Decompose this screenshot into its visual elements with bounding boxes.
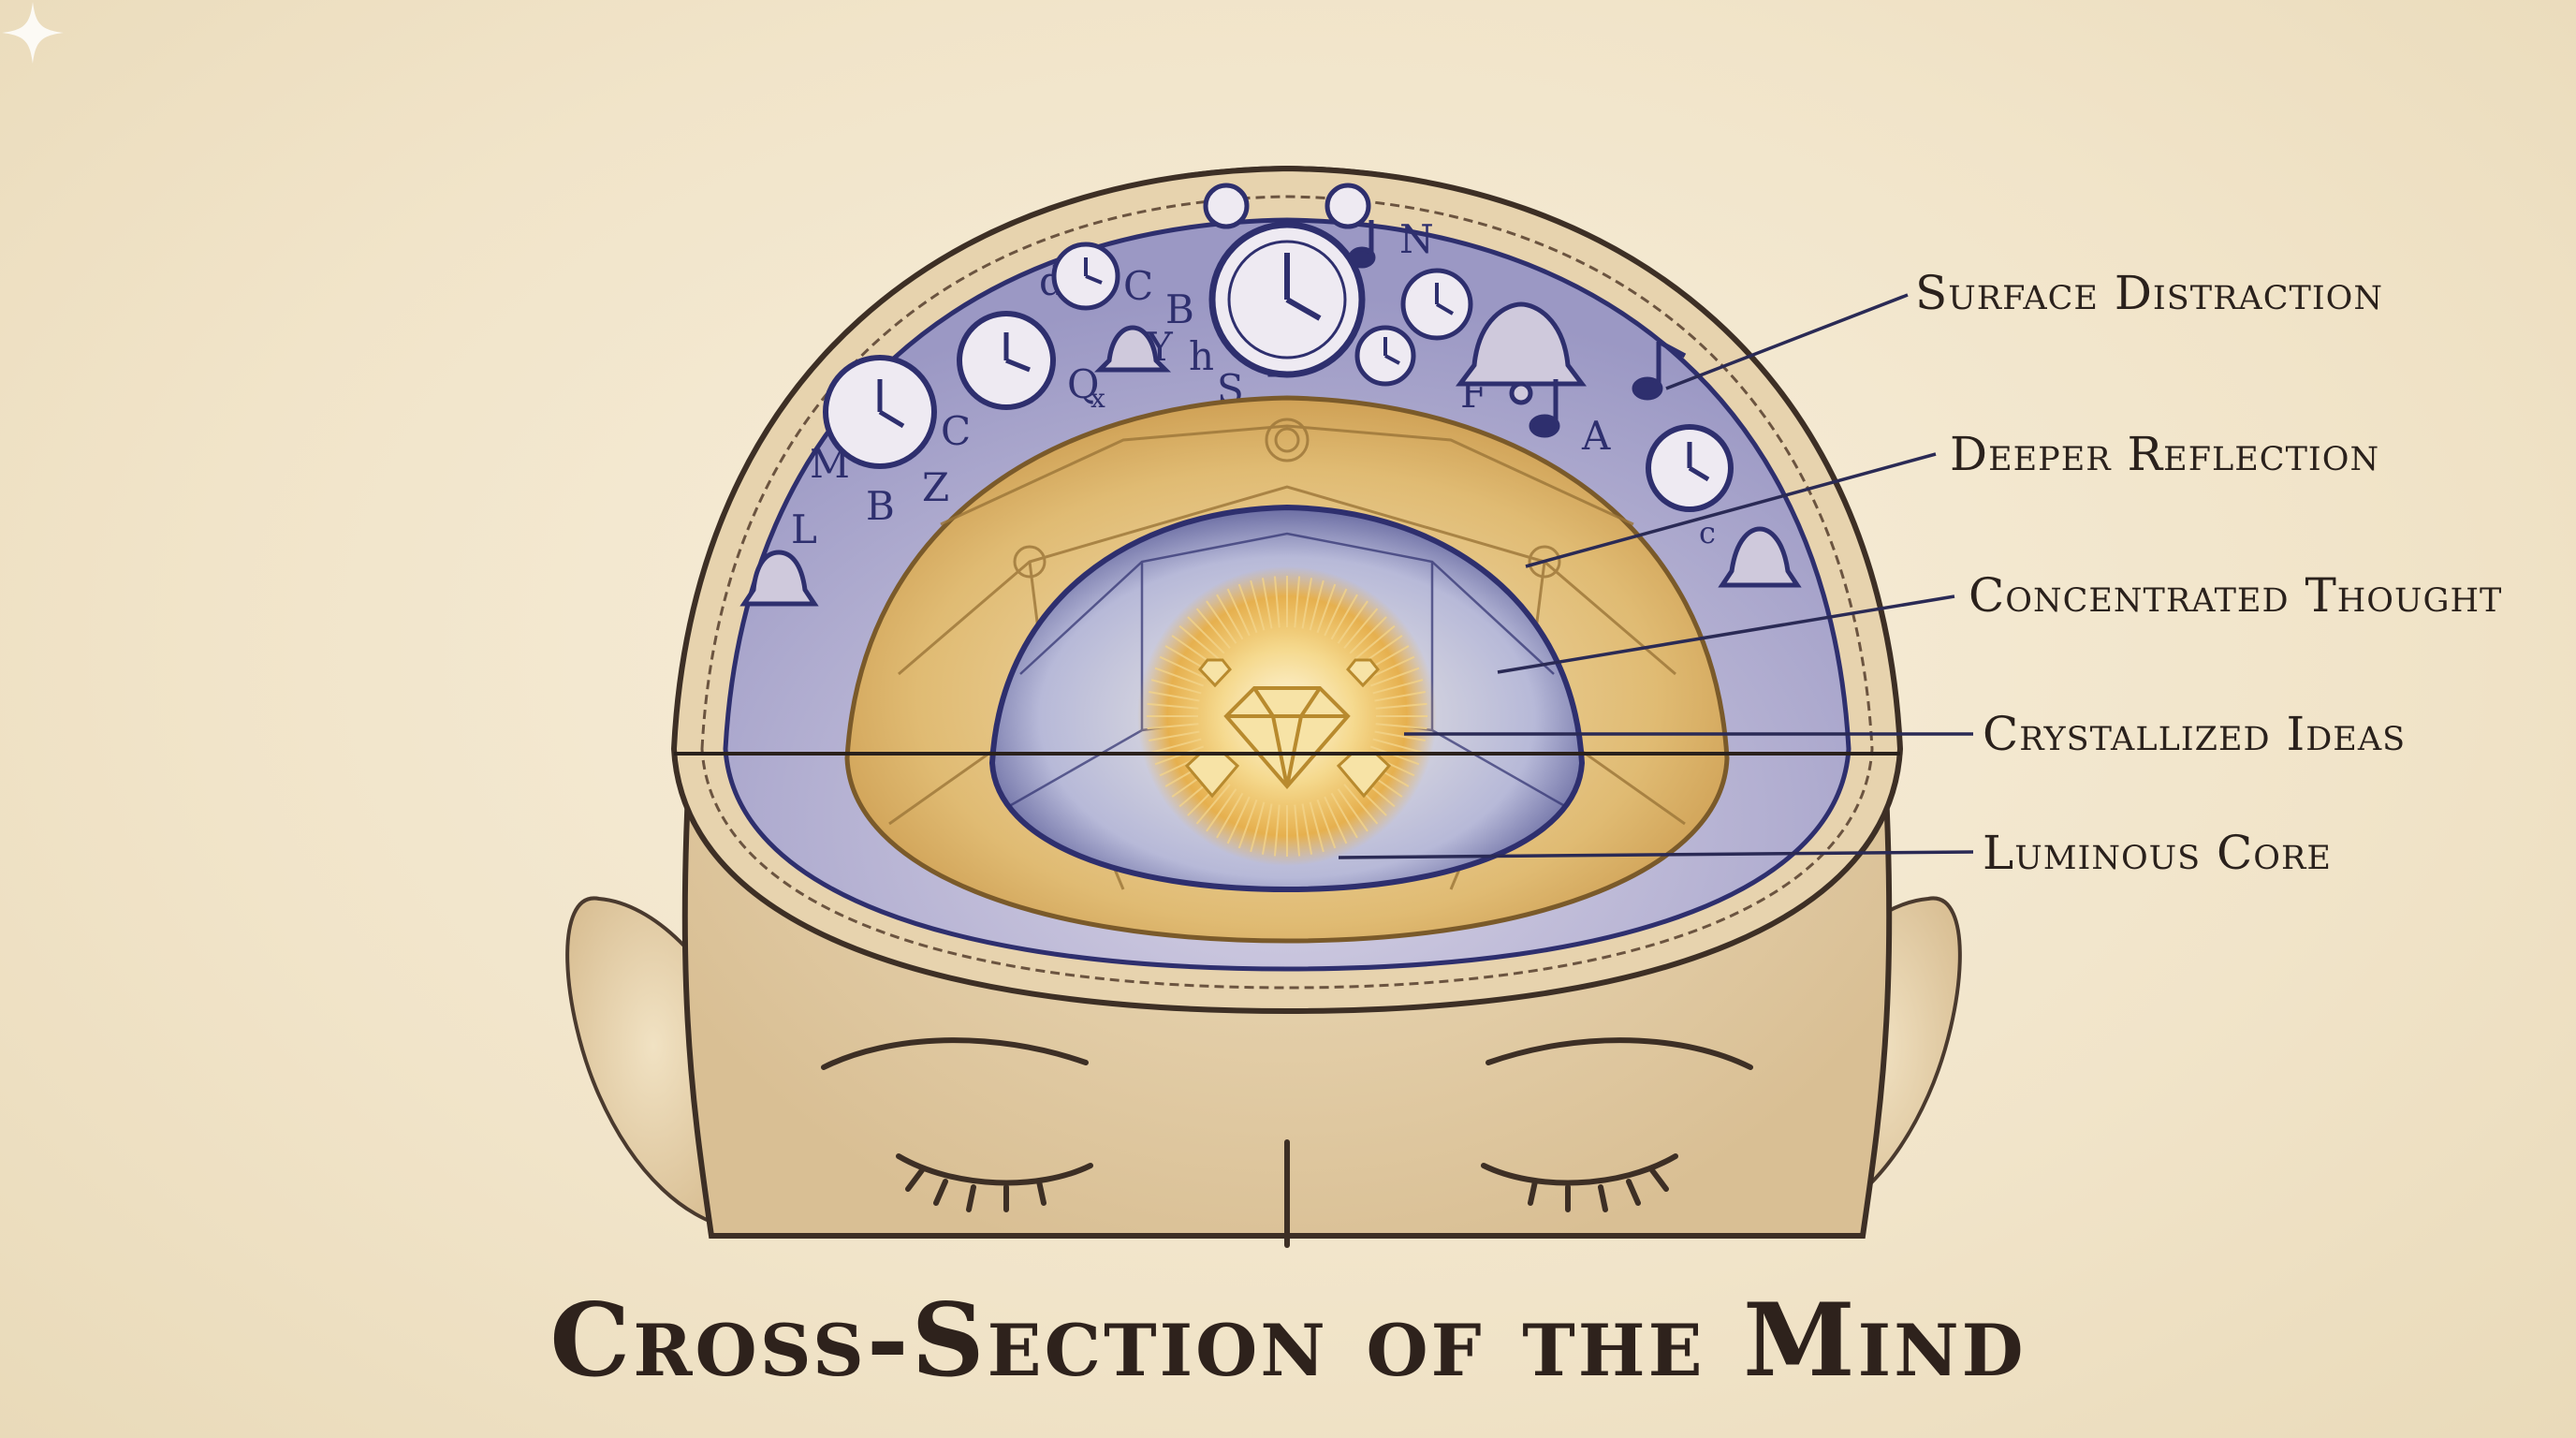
core-ray <box>1226 588 1251 637</box>
svg-text:x: x <box>1090 383 1105 414</box>
leader-surface-distraction <box>1665 293 1909 390</box>
core-ray <box>1159 655 1208 680</box>
core-ray <box>1309 801 1325 853</box>
svg-text:c: c <box>1699 515 1716 550</box>
core-ray <box>1154 667 1205 687</box>
clock-icon <box>823 355 937 469</box>
clock-icon <box>1646 424 1734 512</box>
core-ray <box>1261 803 1273 855</box>
svg-text:Q: Q <box>1067 361 1099 407</box>
svg-text:L: L <box>791 506 817 552</box>
core-ray <box>1330 594 1358 640</box>
svg-text:B: B <box>1165 286 1194 332</box>
core-ray <box>1337 600 1368 644</box>
core-ray <box>1226 796 1251 844</box>
leader-deeper-reflection <box>1525 452 1937 568</box>
svg-text:N: N <box>1399 216 1434 262</box>
face-features <box>821 1037 1753 1248</box>
bell-icon <box>1718 526 1802 588</box>
core-ray <box>1150 679 1202 695</box>
core-ray <box>1374 690 1426 702</box>
core-ray <box>1195 608 1231 649</box>
core-ray <box>1273 576 1281 628</box>
svg-text:h: h <box>1189 333 1214 379</box>
core-ray <box>1195 784 1231 825</box>
svg-text:B: B <box>866 483 895 529</box>
bell-icon <box>1456 301 1587 405</box>
core-ray <box>1330 792 1358 839</box>
core-ray <box>1273 804 1281 857</box>
core-ray <box>1294 804 1301 857</box>
core-ray <box>1147 702 1199 710</box>
core-ray <box>1206 788 1237 832</box>
core-ray <box>1301 578 1313 629</box>
label-deeper-reflection: Deeper Reflection <box>1950 427 2380 481</box>
core-ray <box>1250 801 1266 853</box>
core-ray <box>1237 799 1258 849</box>
core-ray <box>1294 576 1301 628</box>
diamond-icon <box>1223 686 1351 790</box>
clock-icon <box>1354 325 1416 387</box>
core-ray <box>1343 608 1379 649</box>
core-ray <box>1149 730 1200 742</box>
sparkle-icon <box>2 2 64 64</box>
core-ray <box>1187 616 1225 654</box>
core-ray <box>1150 738 1202 754</box>
leader-concentrated-thought <box>1497 594 1955 674</box>
clock-icon <box>957 311 1056 410</box>
core-ray <box>1372 738 1424 754</box>
alarm-clock-icon <box>1203 183 1371 378</box>
core-rays <box>1147 576 1427 857</box>
core-ray <box>1261 578 1273 629</box>
core-ray <box>1369 667 1420 687</box>
leader-luminous-core <box>1338 850 1974 859</box>
core-ray <box>1216 792 1244 839</box>
core-ray <box>1337 788 1368 832</box>
svg-text:Z: Z <box>922 464 949 510</box>
core-ray <box>1374 730 1426 742</box>
leader-lines <box>1338 293 1974 859</box>
clock-icon <box>1051 242 1120 311</box>
svg-text:C: C <box>941 408 971 454</box>
core-ray <box>1367 655 1415 680</box>
core-ray <box>1316 583 1337 634</box>
core-ray <box>1324 588 1348 637</box>
core-ray <box>1354 624 1396 660</box>
core-ray <box>1216 594 1244 640</box>
core-ray <box>1149 690 1200 702</box>
core-ray <box>1372 679 1424 695</box>
diamond-icon <box>1184 658 1392 799</box>
music-note-icon <box>1348 220 1687 438</box>
core-ray <box>1301 803 1313 855</box>
core-ray <box>1375 723 1427 730</box>
label-crystallized-ideas: Crystallized Ideas <box>1983 707 2407 761</box>
label-luminous-core: Luminous Core <box>1983 826 2332 880</box>
core-ray <box>1375 702 1427 710</box>
core-ray <box>1206 600 1237 644</box>
core-ray <box>1147 723 1199 730</box>
core-ray <box>1309 580 1325 631</box>
core-ray <box>1316 799 1337 849</box>
svg-text:A: A <box>1581 413 1611 459</box>
svg-text:C: C <box>1123 263 1153 309</box>
bell-icon <box>1093 325 1172 373</box>
core-ray <box>1178 624 1220 660</box>
label-concentrated-thought: Concentrated Thought <box>1969 568 2503 623</box>
clock-icon <box>1400 268 1473 341</box>
core-ray <box>1324 796 1348 844</box>
diagram-title: Cross-Section of the Mind <box>549 1282 2027 1400</box>
label-surface-distraction: Surface Distraction <box>1915 266 2383 320</box>
core-ray <box>1349 616 1387 654</box>
bell-icon <box>739 550 819 607</box>
core-ray <box>1250 580 1266 631</box>
core-ray <box>1343 784 1379 825</box>
core-ray <box>1237 583 1258 634</box>
